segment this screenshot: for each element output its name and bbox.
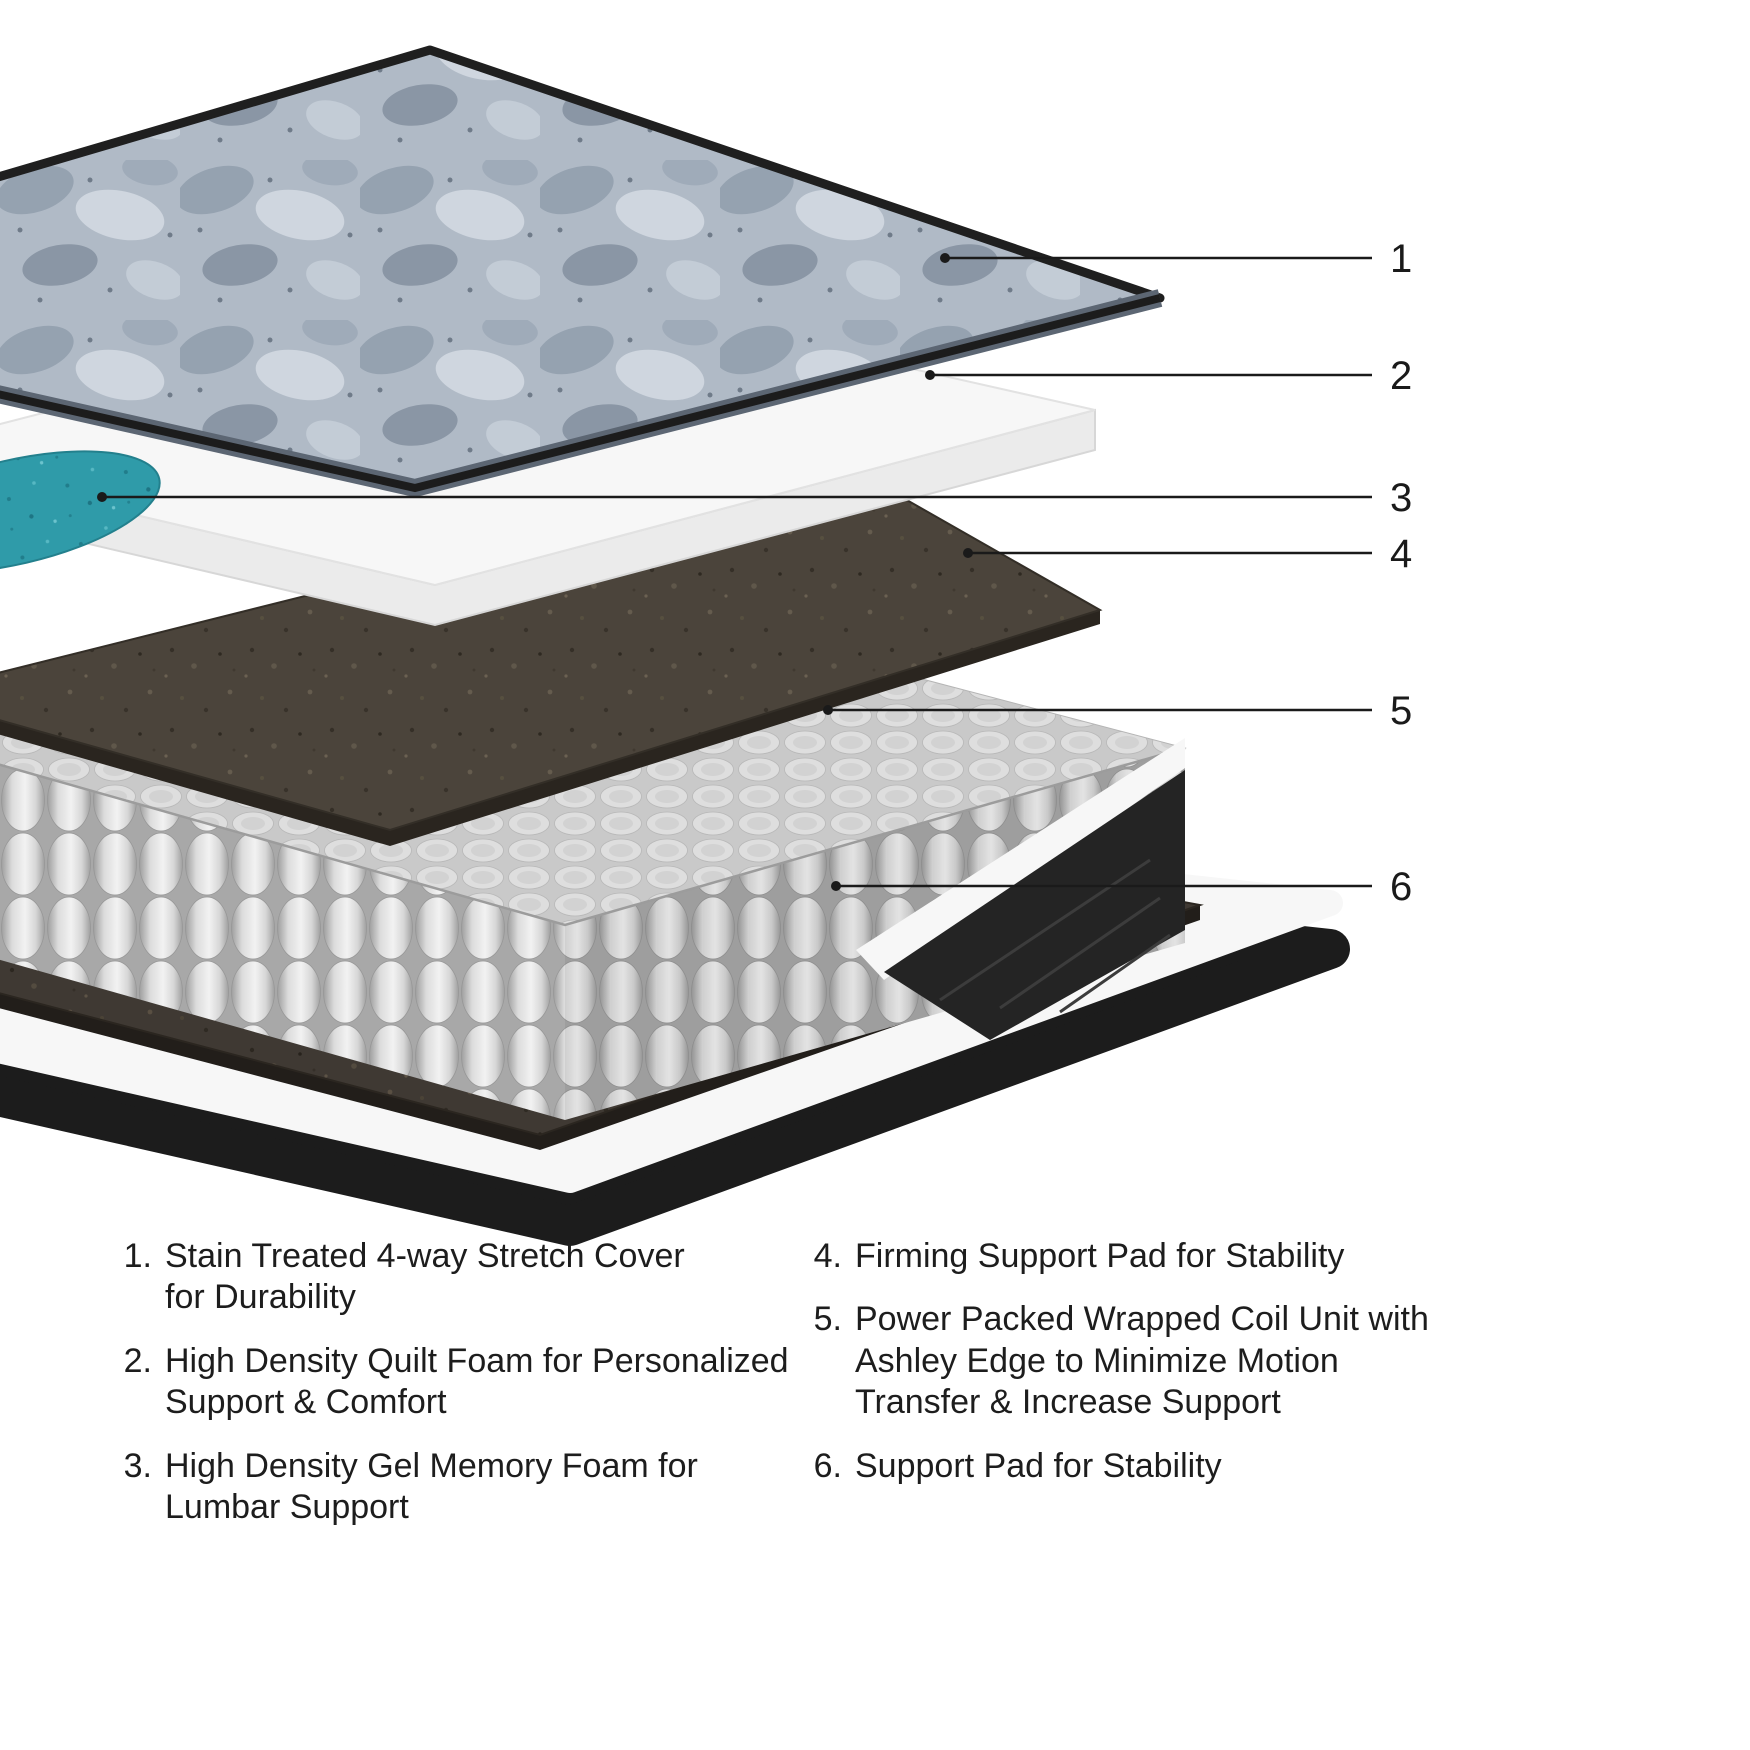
ashley-edge-wedge: [884, 770, 1185, 1040]
legend-item-1-number: 1.: [123, 1237, 152, 1275]
callout-number-4: 4: [1390, 532, 1412, 576]
legend-item-3-number: 3.: [123, 1446, 152, 1485]
legend-item-4: 4. Firming Support Pad for Stability: [802, 1236, 1690, 1277]
legend-item-3-text: High Density Gel Memory Foam for Lumbar …: [165, 1446, 698, 1527]
callout-number-3: 3: [1390, 476, 1412, 520]
legend-column-left: 1. Stain Treated 4-way Stretch Cover for…: [112, 1236, 802, 1551]
legend-item-6-number: 6.: [813, 1446, 842, 1485]
callout-5: 5: [823, 689, 1412, 733]
legend-item-2-number: 2.: [123, 1341, 152, 1380]
callouts: 1 2 3 4 5: [97, 237, 1412, 909]
callout-number-6: 6: [1390, 865, 1412, 909]
legend-item-2-text: High Density Quilt Foam for Personalized…: [165, 1341, 789, 1422]
legend-item-1: 1. Stain Treated 4-way Stretch Cover for…: [112, 1236, 802, 1319]
legend-item-1-text: Stain Treated 4-way Stretch Cover for Du…: [165, 1237, 685, 1317]
edge-white-strip: [856, 738, 1185, 980]
stretch-cover-layer: [0, 45, 1165, 498]
legend-item-4-number: 4.: [813, 1237, 842, 1275]
legend-item-5-text: Power Packed Wrapped Coil Unit with Ashl…: [855, 1300, 1429, 1422]
callout-6: 6: [831, 865, 1412, 909]
callout-1: 1: [940, 237, 1412, 281]
callout-2: 2: [925, 354, 1412, 398]
legend-item-5-number: 5.: [813, 1300, 842, 1339]
legend-item-5: 5. Power Packed Wrapped Coil Unit with A…: [802, 1299, 1690, 1423]
callout-3: 3: [97, 476, 1412, 520]
legend-item-3: 3. High Density Gel Memory Foam for Lumb…: [112, 1446, 802, 1529]
legend-item-4-text: Firming Support Pad for Stability: [855, 1237, 1345, 1275]
legend-column-right: 4. Firming Support Pad for Stability 5. …: [802, 1236, 1690, 1551]
legend-item-6: 6. Support Pad for Stability: [802, 1446, 1690, 1487]
callout-number-1: 1: [1390, 237, 1412, 281]
callout-4: 4: [963, 532, 1412, 576]
callout-number-2: 2: [1390, 354, 1412, 398]
legend: 1. Stain Treated 4-way Stretch Cover for…: [112, 1236, 1690, 1551]
callout-number-5: 5: [1390, 689, 1412, 733]
legend-item-6-text: Support Pad for Stability: [855, 1446, 1222, 1485]
gel-foam-layer: [0, 450, 161, 574]
legend-item-2: 2. High Density Quilt Foam for Personali…: [112, 1341, 802, 1424]
